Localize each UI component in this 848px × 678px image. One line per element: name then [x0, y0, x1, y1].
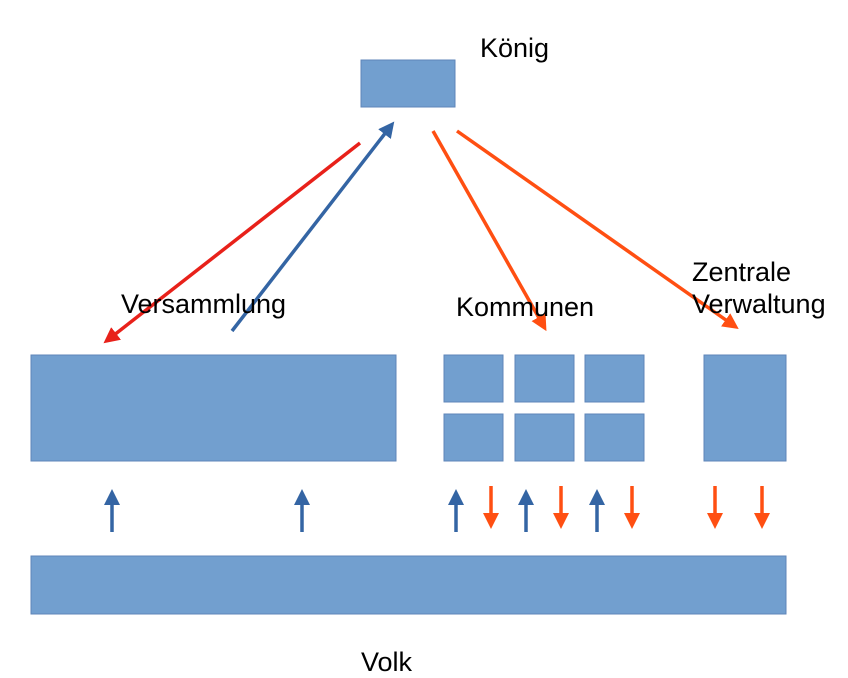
kommune-box [514, 413, 575, 462]
versammlung-label: Versammlung [121, 289, 287, 319]
koenig-label: König [480, 33, 550, 63]
arrow-koenig-to-zentrale-verwaltung [455, 129, 739, 330]
arrow-koenig-to-versammlung [103, 141, 362, 344]
kommune-box [443, 413, 504, 462]
arrow-koenig-to-kommunen [431, 130, 547, 332]
kommunen-label: Kommunen [456, 292, 595, 322]
koenig-box [360, 59, 456, 108]
zentrale-verwaltung-label: Zentrale Verwaltung [692, 256, 826, 320]
kommune-box [443, 354, 504, 403]
kommune-box [584, 354, 645, 403]
volk-label: Volk [361, 647, 413, 677]
zentrale-label-line1: Zentrale [692, 257, 792, 287]
volk-box [30, 555, 787, 615]
zentrale-label-line2: Verwaltung [692, 289, 826, 319]
arrow-versammlung-to-koenig [230, 121, 395, 333]
kommune-box [584, 413, 645, 462]
versammlung-box [30, 354, 397, 462]
zentrale-verwaltung-box [703, 354, 787, 462]
kommune-box [514, 354, 575, 403]
